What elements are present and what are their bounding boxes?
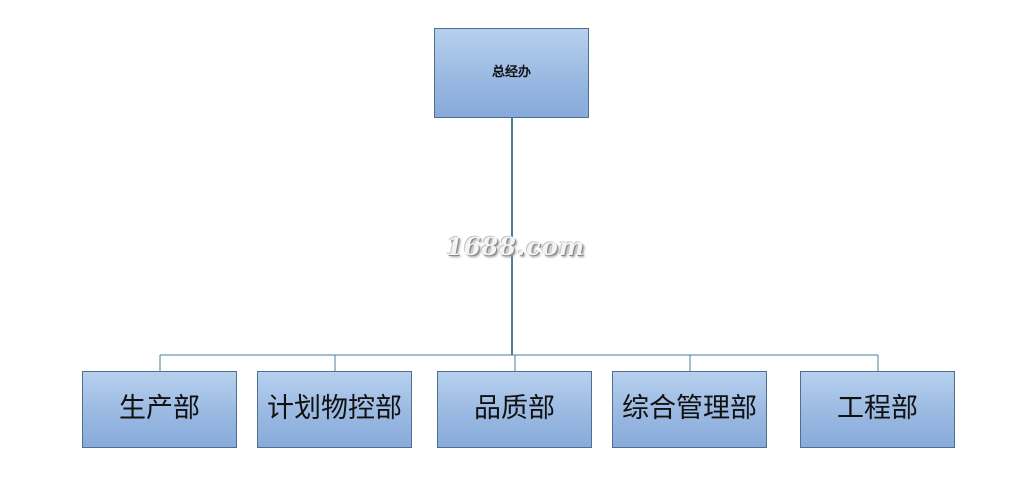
watermark-text: 1688.com <box>446 232 586 261</box>
org-node-root-label: 总经办 <box>491 64 531 80</box>
org-node-planning-material-control[interactable]: 计划物控部 <box>257 371 412 448</box>
org-node-label: 计划物控部 <box>267 393 402 425</box>
org-node-general-management[interactable]: 综合管理部 <box>612 371 767 448</box>
org-node-quality[interactable]: 品质部 <box>437 371 592 448</box>
org-node-label: 生产部 <box>119 393 200 425</box>
org-node-label: 品质部 <box>474 393 555 425</box>
org-node-label: 综合管理部 <box>622 393 757 425</box>
org-node-engineering[interactable]: 工程部 <box>800 371 955 448</box>
org-node-root[interactable]: 总经办 <box>434 28 589 118</box>
org-node-production[interactable]: 生产部 <box>82 371 237 448</box>
org-node-label: 工程部 <box>837 393 918 425</box>
